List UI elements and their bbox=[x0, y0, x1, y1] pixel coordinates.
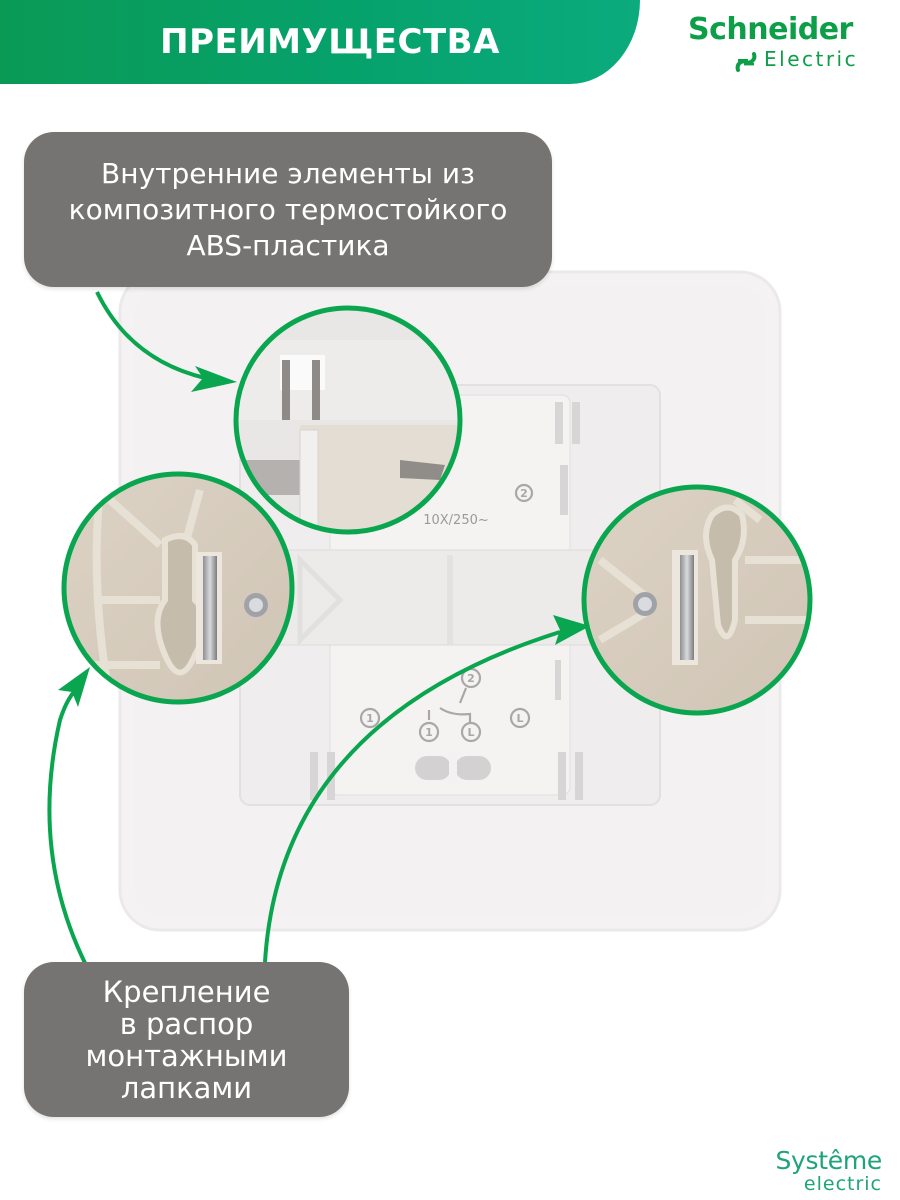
svg-text:L: L bbox=[516, 712, 523, 725]
callout-inner-elements-text: Внутренние элементы из композитного терм… bbox=[68, 156, 508, 262]
svg-text:10X/250~: 10X/250~ bbox=[423, 513, 489, 528]
header-banner bbox=[0, 0, 640, 84]
footer-brand-line2: electric bbox=[803, 1173, 882, 1195]
page-title: ПРЕИМУЩЕСТВА bbox=[160, 22, 500, 62]
brand-name: Schneider bbox=[688, 12, 853, 47]
systeme-electric-logo: Systême electric bbox=[750, 1146, 882, 1195]
zoom-circle-left-mounting-claw bbox=[61, 471, 295, 705]
svg-text:2: 2 bbox=[467, 672, 475, 685]
zoom-circle-right-mounting-claw bbox=[581, 484, 813, 716]
terminal-markings bbox=[359, 483, 534, 743]
svg-text:2: 2 bbox=[520, 487, 528, 500]
zoom-circle-inner-elements bbox=[233, 305, 463, 535]
callout-mounting-claws: Крепление в распор монтажными лапками bbox=[24, 962, 349, 1117]
arrow-to-left-claw bbox=[47, 667, 90, 964]
arrow-to-right-claw bbox=[263, 615, 590, 963]
svg-text:1: 1 bbox=[425, 726, 433, 739]
svg-text:1: 1 bbox=[366, 712, 374, 725]
schneider-electric-brand: Schneider Electric bbox=[688, 10, 888, 80]
brand-sub: Electric bbox=[764, 47, 859, 71]
callout-inner-elements: Внутренние элементы из композитного терм… bbox=[24, 132, 552, 287]
footer-brand-line1: Systême bbox=[775, 1146, 882, 1175]
schneider-electric-logo-icon bbox=[735, 52, 757, 72]
callout-mounting-claws-text: Крепление в распор монтажными лапками bbox=[85, 974, 288, 1105]
arrow-to-inner-elements bbox=[95, 291, 237, 392]
svg-text:L: L bbox=[467, 726, 474, 739]
